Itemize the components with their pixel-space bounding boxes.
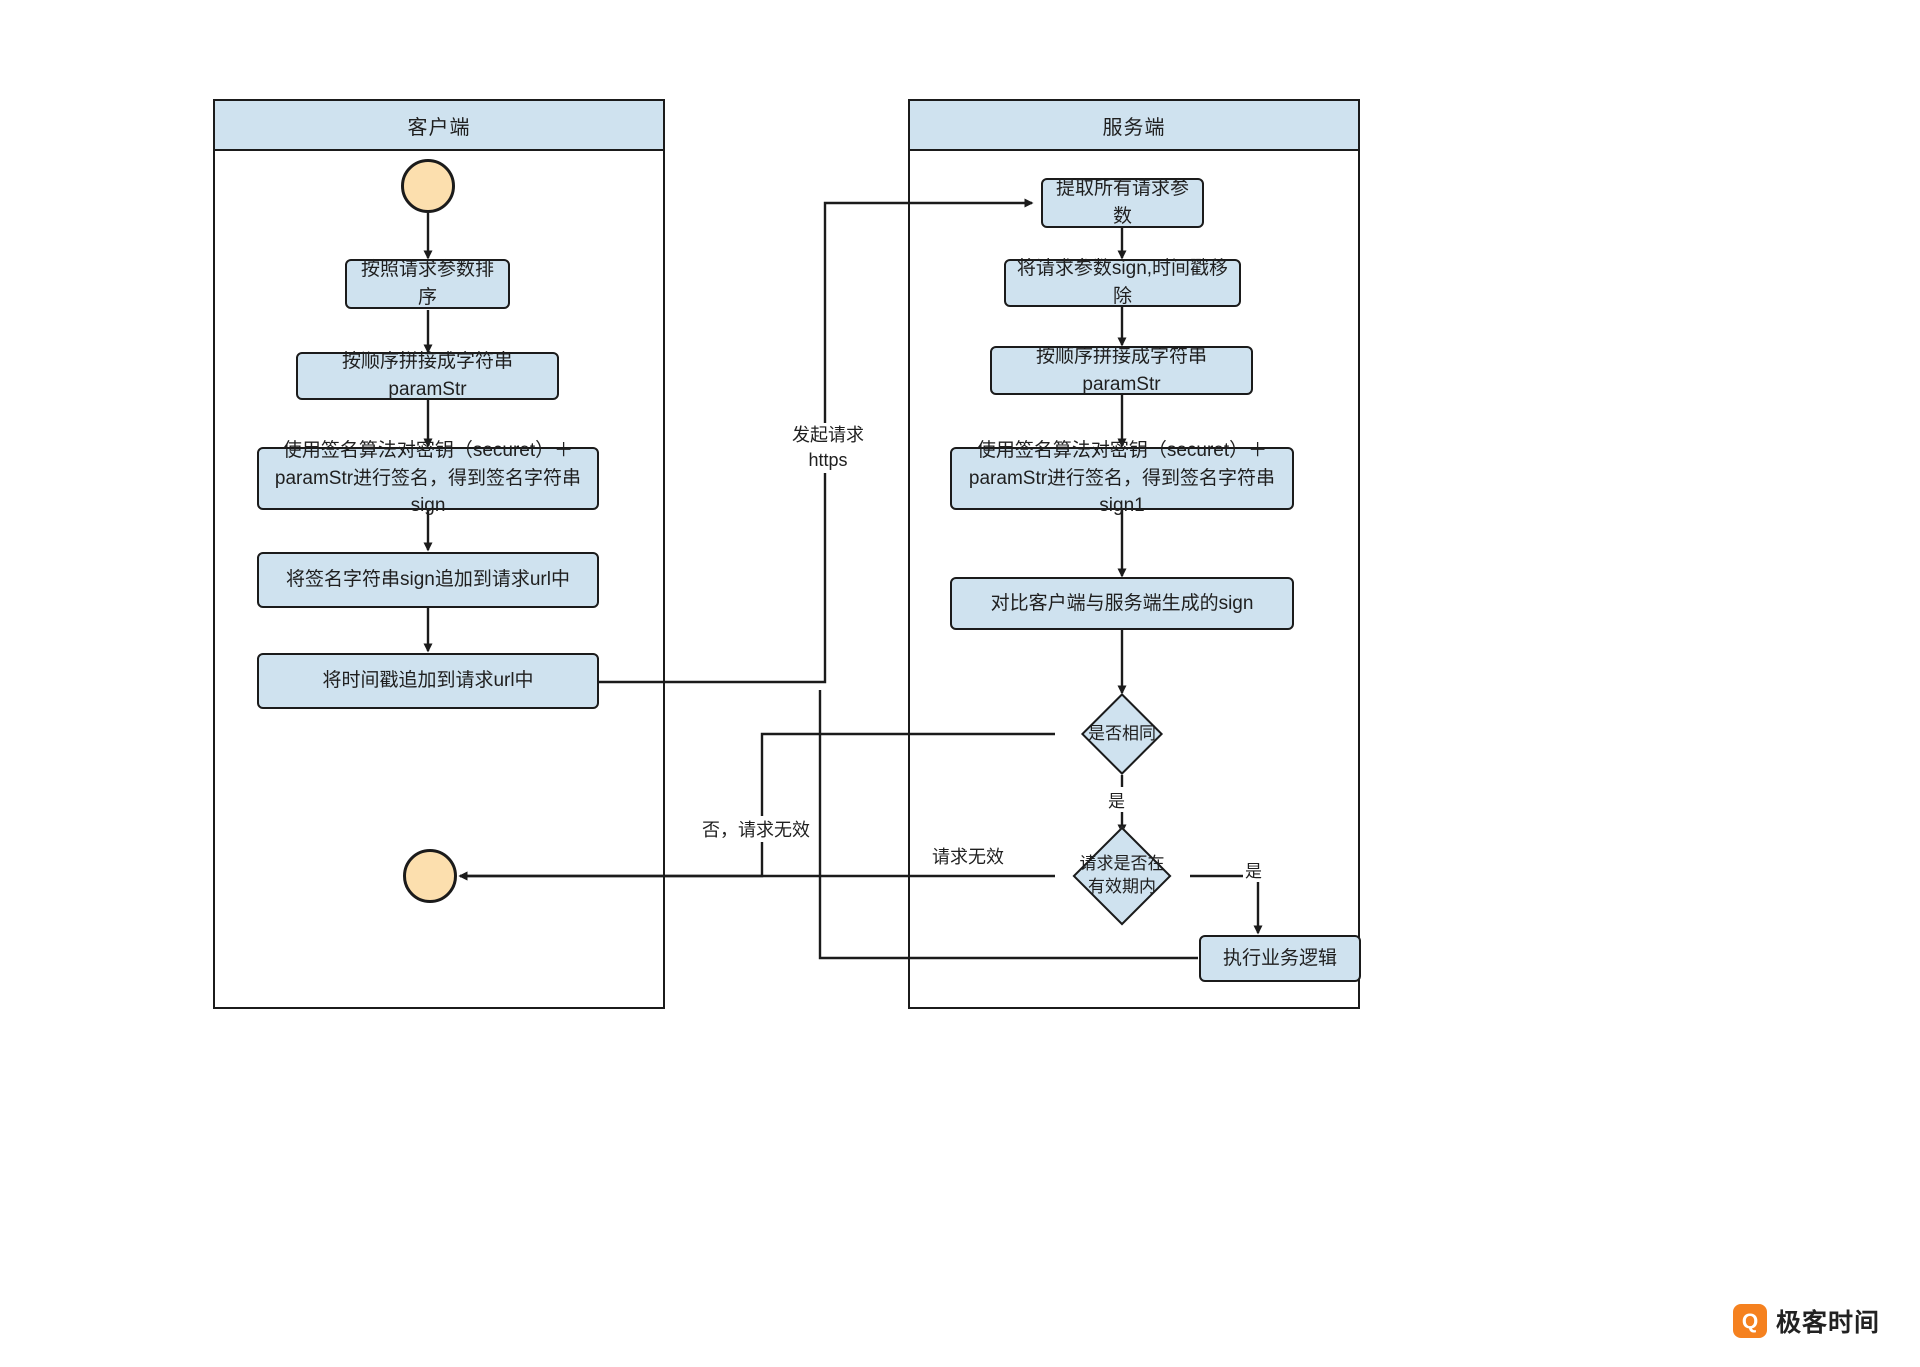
node-sign-server-line2: paramStr进行签名，得到签名字符串sign1 (968, 467, 1276, 517)
edge-label-yes-same: 是 (1106, 787, 1127, 812)
lane-client-title: 客户端 (407, 116, 471, 139)
end-node[interactable] (403, 849, 457, 903)
decision-in-validity-line1: 请求是否在 (1079, 854, 1165, 874)
node-append-timestamp-url[interactable]: 将时间戳追加到请求url中 (257, 653, 599, 709)
node-remove-sign-timestamp-label: 将请求参数sign,时间戳移除 (1016, 258, 1229, 307)
node-execute-business[interactable]: 执行业务逻辑 (1199, 935, 1361, 982)
edge-label-request-line1: 发起请求 (792, 425, 864, 445)
node-sign-client[interactable]: 使用签名算法对密钥（securet）＋ paramStr进行签名，得到签名字符串… (257, 440, 599, 516)
node-execute-business-label: 执行业务逻辑 (1222, 947, 1337, 969)
lane-client: 客户端 (213, 99, 665, 1009)
decision-is-same[interactable]: 是否相同 (1055, 692, 1189, 776)
node-concat-paramstr-client-label: 按顺序拼接成字符串paramStr (341, 351, 513, 400)
node-sort-params-label: 按照请求参数排序 (360, 259, 494, 308)
edge-s6-loopback (818, 690, 1198, 960)
lane-client-header: 客户端 (215, 101, 663, 151)
decision-in-validity-line2: 有效期内 (1088, 877, 1156, 896)
node-concat-paramstr-client[interactable]: 按顺序拼接成字符串paramStr (296, 351, 559, 400)
node-compare-sign-label: 对比客户端与服务端生成的sign (990, 592, 1254, 614)
start-node[interactable] (401, 159, 455, 213)
decision-in-validity[interactable]: 请求是否在 有效期内 (1046, 826, 1198, 926)
edge-label-yes-valid: 是 (1243, 857, 1264, 882)
brand-name: 极客时间 (1775, 1309, 1880, 1337)
edge-label-not-same: 否，请求无效 (700, 816, 812, 842)
node-sign-client-line1: 使用签名算法对密钥（securet）＋ (282, 440, 574, 462)
node-append-timestamp-url-label: 将时间戳追加到请求url中 (322, 670, 534, 692)
node-extract-params[interactable]: 提取所有请求参数 (1041, 178, 1204, 228)
node-sign-server-line1: 使用签名算法对密钥（securet）＋ (976, 440, 1268, 462)
decision-is-same-label: 是否相同 (1088, 723, 1156, 743)
node-sort-params[interactable]: 按照请求参数排序 (345, 259, 510, 309)
edge-label-invalid-request: 请求无效 (930, 843, 1006, 869)
lane-server-title: 服务端 (1102, 116, 1166, 139)
logo-icon: Q (1732, 1304, 1767, 1338)
node-concat-paramstr-server-label: 按顺序拼接成字符串paramStr (1035, 345, 1207, 395)
node-extract-params-label: 提取所有请求参数 (1055, 178, 1189, 227)
node-remove-sign-timestamp[interactable]: 将请求参数sign,时间戳移除 (1004, 258, 1241, 307)
edge-label-request: 发起请求 https (778, 423, 878, 474)
node-sign-server[interactable]: 使用签名算法对密钥（securet）＋ paramStr进行签名，得到签名字符串… (950, 440, 1294, 516)
decision-in-validity-text: 请求是否在 有效期内 (1046, 826, 1198, 926)
lane-server-header: 服务端 (910, 101, 1358, 151)
node-append-sign-url-label: 将签名字符串sign追加到请求url中 (286, 569, 570, 591)
node-compare-sign[interactable]: 对比客户端与服务端生成的sign (950, 577, 1294, 630)
node-concat-paramstr-server[interactable]: 按顺序拼接成字符串paramStr (990, 346, 1253, 395)
edge-label-request-line2: https (808, 450, 848, 471)
lane-server: 服务端 (908, 99, 1360, 1009)
node-append-sign-url[interactable]: 将签名字符串sign追加到请求url中 (257, 552, 599, 608)
node-sign-client-line2: paramStr进行签名，得到签名字符串sign (274, 467, 582, 517)
brand-logo: Q 极客时间 (1732, 1303, 1880, 1339)
